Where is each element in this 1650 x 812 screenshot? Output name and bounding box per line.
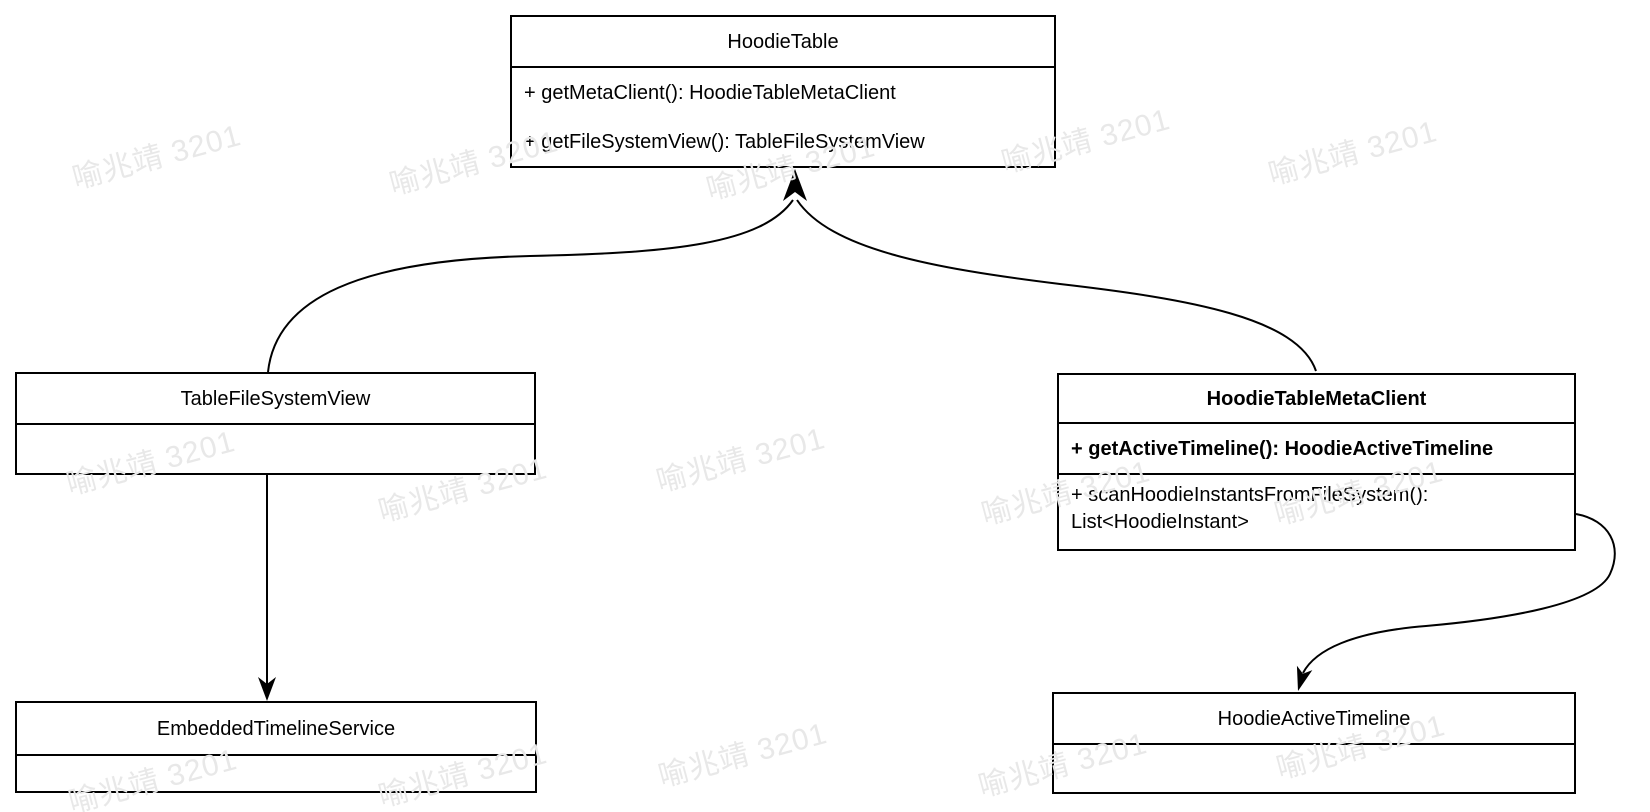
class-table-file-system-view: TableFileSystemView (15, 372, 536, 475)
class-title: HoodieActiveTimeline (1217, 707, 1411, 730)
method-get-file-system-view: + getFileSystemView(): TableFileSystemVi… (524, 130, 925, 153)
method-get-meta-client: + getMetaClient(): HoodieTableMetaClient (524, 81, 896, 104)
class-title: HoodieTable (727, 30, 839, 53)
class-title: HoodieTableMetaClient (1206, 387, 1427, 410)
class-title: EmbeddedTimelineService (156, 717, 396, 740)
method-scan-hoodie-instants: + scanHoodieInstantsFromFileSystem(): Li… (1059, 473, 1574, 549)
edge-hoodietablemetaclient-to-hoodietable (796, 199, 1317, 372)
class-empty-compartment (17, 754, 535, 791)
edge-tablefilesystemview-to-hoodietable (267, 199, 794, 373)
arrowhead-down-left-icon (1296, 665, 1313, 691)
class-hoodie-active-timeline: HoodieActiveTimeline (1052, 692, 1576, 794)
method-get-active-timeline: + getActiveTimeline(): HoodieActiveTimel… (1059, 422, 1574, 473)
class-empty-compartment (1054, 743, 1574, 792)
arrowhead-down-icon (258, 677, 276, 701)
class-hoodie-table-meta-client: HoodieTableMetaClient + getActiveTimelin… (1057, 373, 1576, 551)
class-embedded-timeline-service: EmbeddedTimelineService (15, 701, 537, 793)
arrowhead-up-icon (783, 169, 807, 201)
class-empty-compartment (17, 423, 534, 473)
class-title: TableFileSystemView (180, 387, 371, 410)
class-hoodie-table: HoodieTable + getMetaClient(): HoodieTab… (510, 15, 1056, 168)
edge-hoodietablemetaclient-to-hoodieactivetimeline (1302, 513, 1616, 674)
class-methods-compartment: + getMetaClient(): HoodieTableMetaClient… (512, 66, 1054, 166)
